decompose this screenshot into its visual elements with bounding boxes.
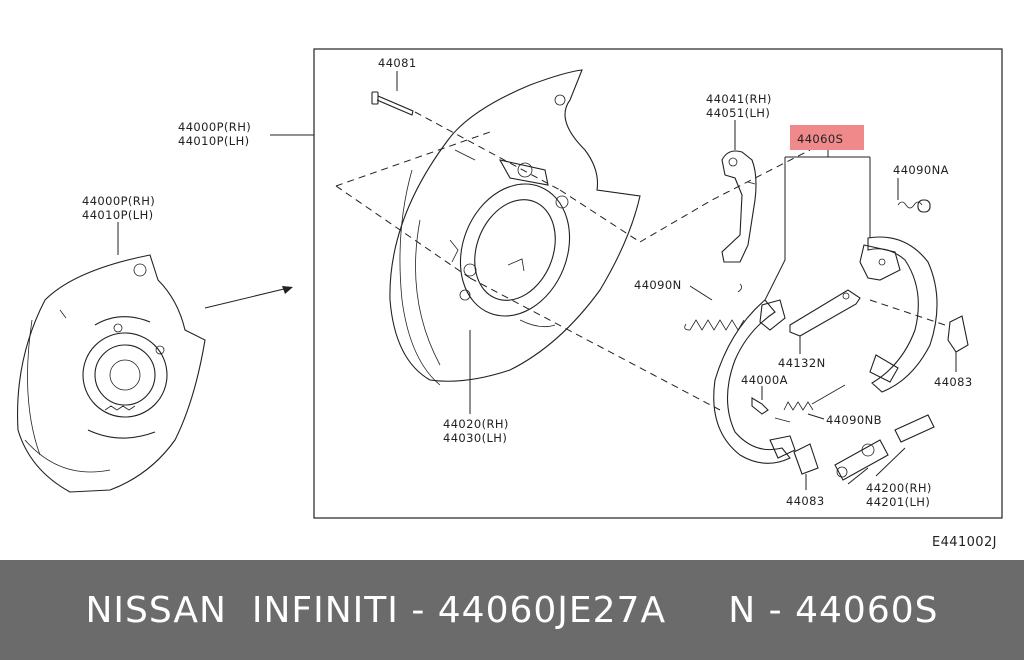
overview-arrowhead [282, 286, 293, 294]
spring-44090n-illustration [684, 283, 745, 331]
label-44010p-lh-main: 44010P(LH) [178, 134, 250, 148]
label-44083-bottom: 44083 [786, 494, 825, 508]
label-44000p-rh-main: 44000P(RH) [178, 120, 251, 134]
clip-44083-bottom-illustration [793, 443, 819, 475]
label-44090n: 44090N [634, 278, 682, 292]
label-44051-lh: 44051(LH) [706, 106, 770, 120]
label-44060s: 44060S [797, 132, 843, 146]
label-44090na: 44090NA [893, 163, 949, 177]
clip-44083-right-illustration [947, 315, 969, 353]
overview-arrow [204, 287, 289, 309]
lever-44041-illustration [721, 150, 757, 263]
label-44000p-rh-small: 44000P(RH) [82, 194, 155, 208]
wheel-cylinder-illustration [834, 414, 935, 481]
diagram-frame [313, 48, 1003, 519]
label-44083-right: 44083 [934, 375, 973, 389]
spring-44090na-illustration [897, 199, 931, 213]
label-44041-rh: 44041(RH) [706, 92, 772, 106]
label-44132n: 44132N [778, 356, 826, 370]
label-44081: 44081 [378, 56, 417, 70]
part-highlight-44060s [790, 125, 864, 150]
label-44010p-lh-small: 44010P(LH) [82, 208, 154, 222]
overview-assembly-illustration [17, 254, 206, 493]
footer-bar: NISSAN INFINITI - 44060JE27A N - 44060S [0, 560, 1024, 660]
adjuster-44132n-illustration [789, 289, 861, 337]
bolt-44081-illustration [371, 91, 414, 116]
spring-44090nb-illustration [774, 384, 846, 423]
brake-parts-diagram: 44081 44000P(RH) 44010P(LH) 44000P(RH) 4… [17, 48, 1003, 550]
label-44090nb: 44090NB [826, 413, 882, 427]
label-44020-rh: 44020(RH) [443, 417, 509, 431]
assembly-dashed-lines [335, 111, 946, 411]
bolt-44000a-illustration [751, 397, 769, 415]
brake-shoe-lower-illustration [713, 299, 796, 464]
backing-plate-illustration [389, 69, 641, 386]
diagram-code: E441002J [932, 535, 997, 550]
label-44201-lh: 44201(LH) [866, 495, 930, 509]
footer-part-numbers: NISSAN INFINITI - 44060JE27A N - 44060S [85, 589, 939, 631]
label-44030-lh: 44030(LH) [443, 431, 507, 445]
brake-shoe-upper-illustration [859, 236, 938, 393]
label-44000a: 44000A [741, 373, 788, 387]
leader-lines [117, 71, 957, 490]
label-44200-rh: 44200(RH) [866, 481, 932, 495]
